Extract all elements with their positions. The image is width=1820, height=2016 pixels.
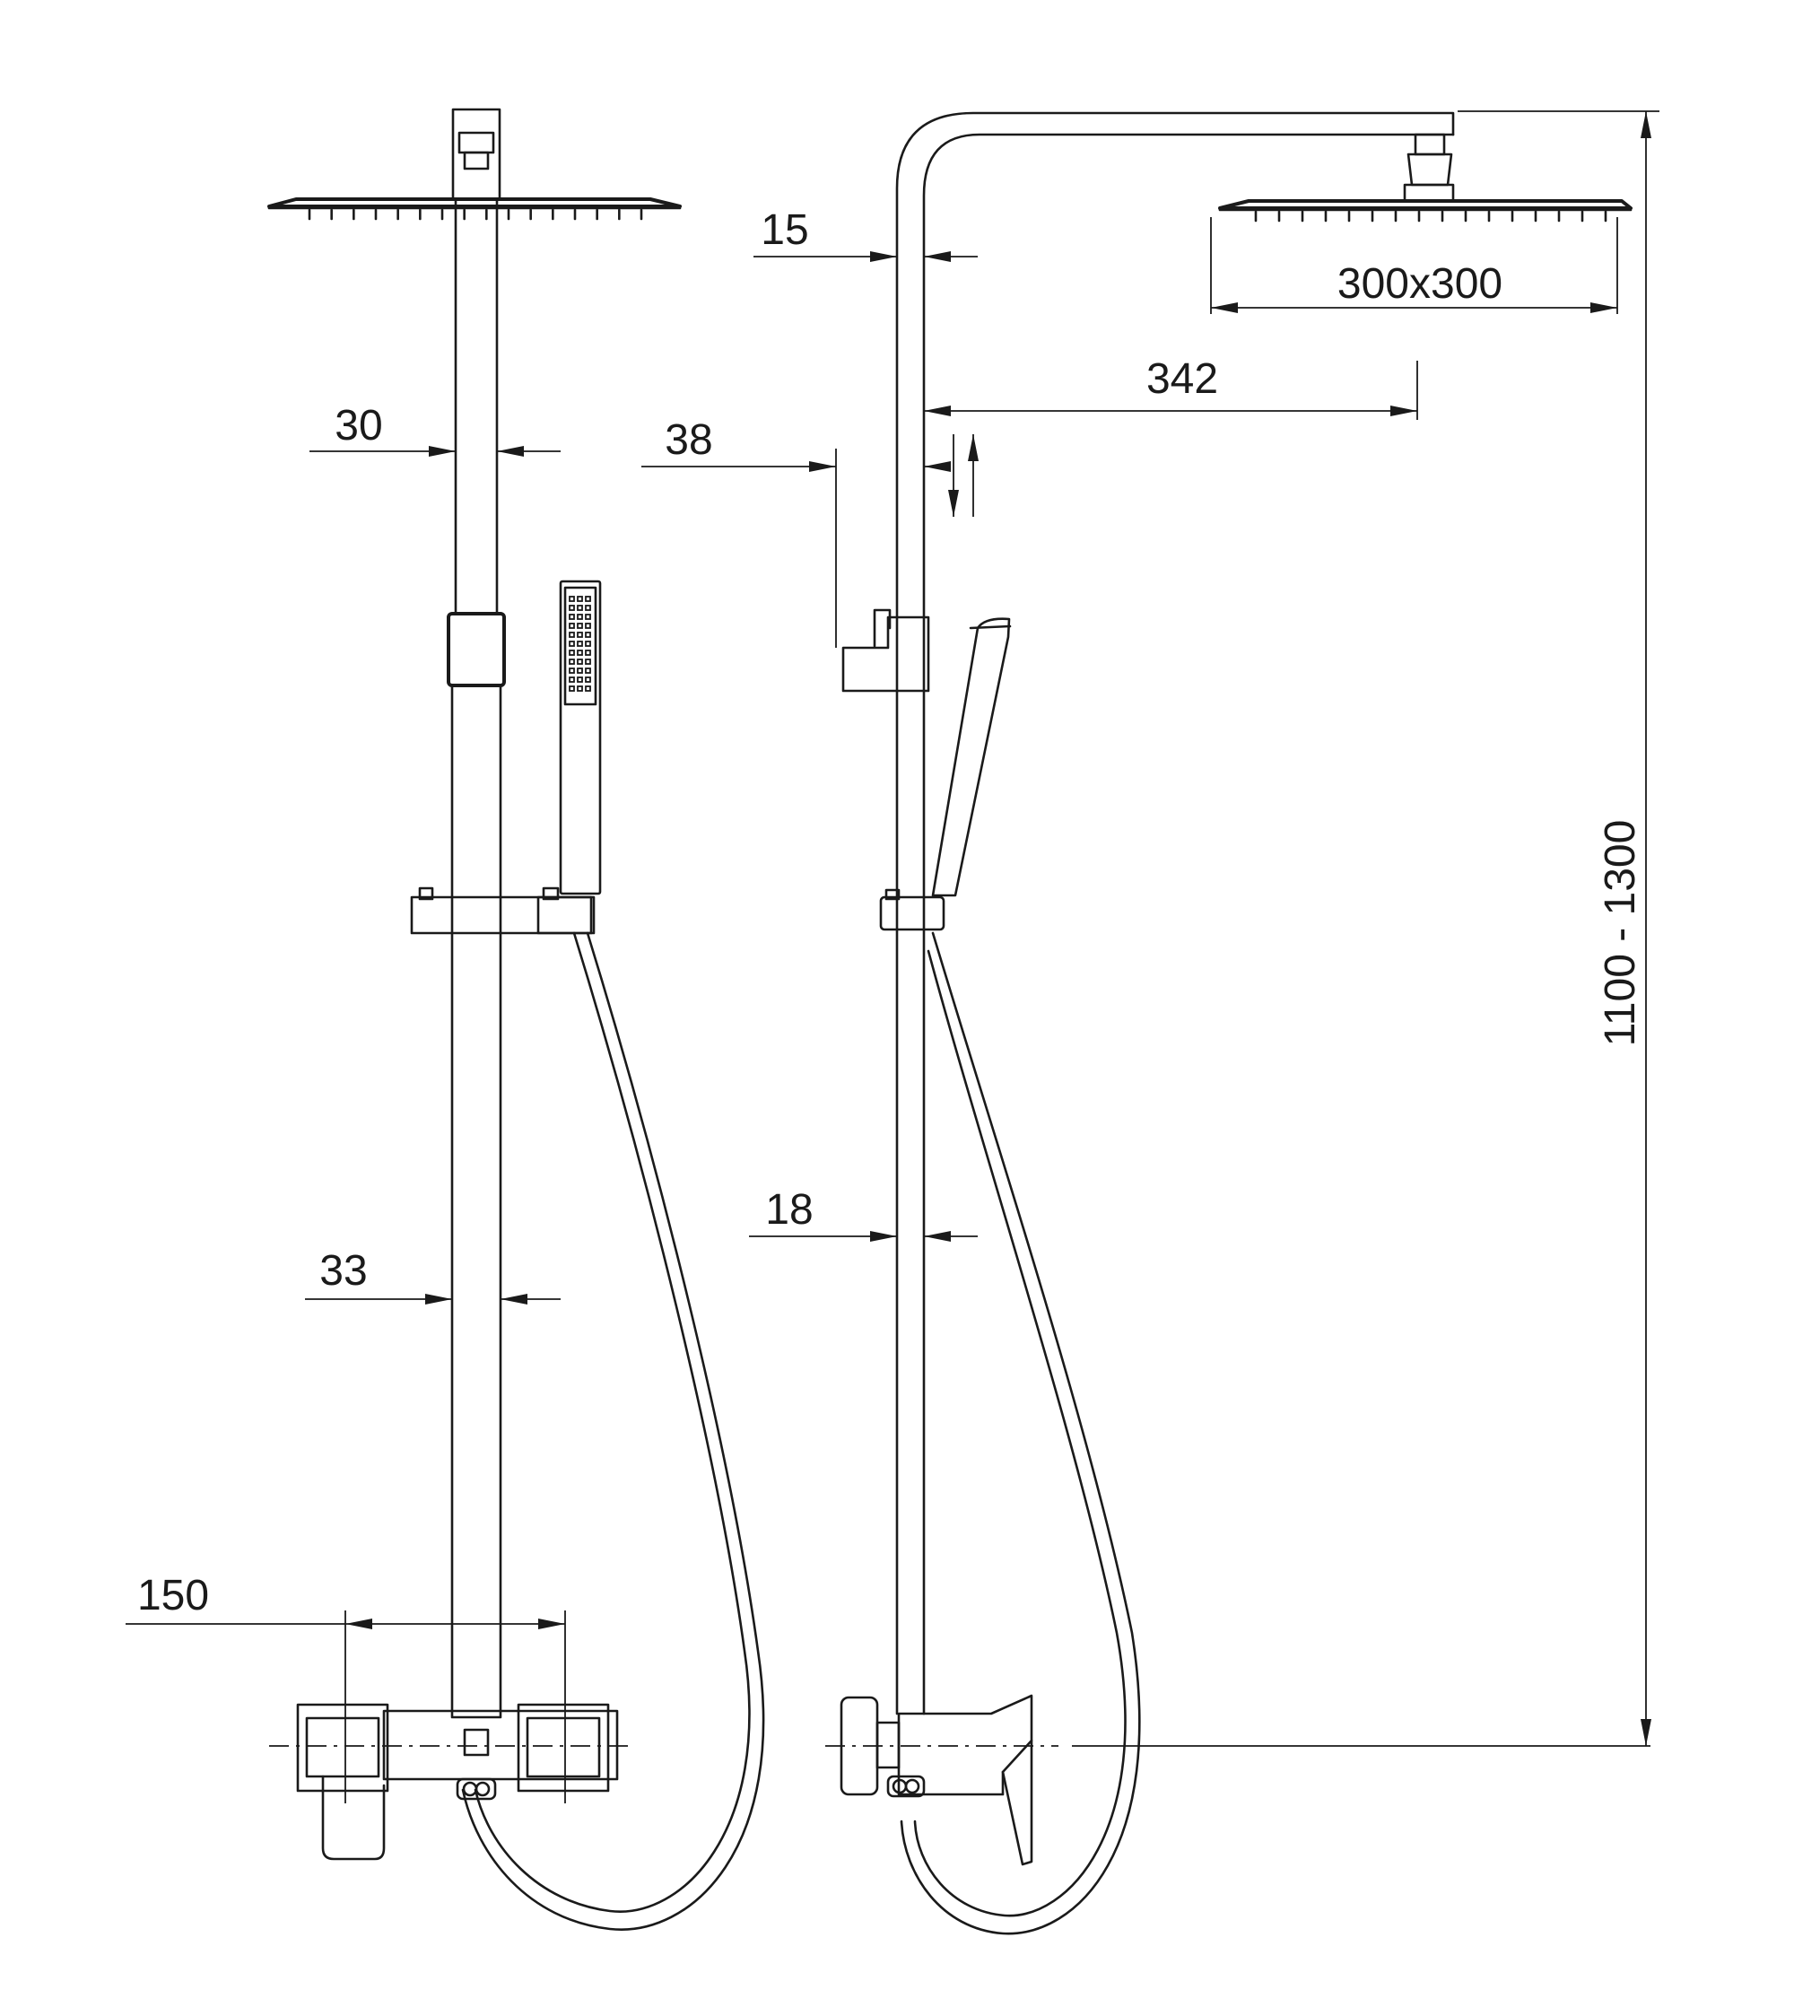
front-view: 30 33 150 <box>126 108 765 1931</box>
label-15: 15 <box>761 206 808 254</box>
front-mixer <box>269 1703 628 1861</box>
side-hose <box>913 949 1127 1917</box>
front-upper-pipe <box>454 197 499 615</box>
front-coupling <box>447 612 506 687</box>
label-height: 1100 - 1300 <box>1597 820 1644 1047</box>
dim-overall-height: 1100 - 1300 <box>1458 110 1659 1746</box>
front-rain-head <box>267 197 682 221</box>
side-rain-head <box>1218 199 1633 223</box>
side-wall-bracket <box>841 608 930 693</box>
dim-side-38: 38 <box>641 416 979 648</box>
front-slider-holder <box>410 886 596 935</box>
dim-side-15: 15 <box>753 206 978 262</box>
side-pipe-outer <box>895 111 1455 1715</box>
dim-side-342: 342 <box>924 355 1418 420</box>
side-slider <box>879 895 945 931</box>
label-18: 18 <box>765 1186 813 1234</box>
side-mixer <box>825 1694 1650 1866</box>
front-lower-pipe <box>450 684 502 1719</box>
dim-front-lower: 33 <box>305 1247 561 1305</box>
dim-head-size: 300x300 <box>1210 217 1618 314</box>
label-300x300: 300x300 <box>1337 260 1502 308</box>
front-hand-shower <box>559 580 602 895</box>
label-150: 150 <box>137 1572 209 1619</box>
front-head-connector <box>451 108 501 201</box>
side-hand-shower <box>931 617 1012 897</box>
label-38: 38 <box>665 416 712 464</box>
label-30: 30 <box>335 402 382 449</box>
dim-side-18: 18 <box>749 1186 978 1242</box>
side-view: 15 38 342 <box>641 110 1659 1935</box>
dim-front-upper: 30 <box>309 402 561 457</box>
dim-front-valves: 150 <box>126 1572 566 1803</box>
label-33: 33 <box>319 1247 367 1295</box>
front-hose <box>474 931 751 1913</box>
label-342: 342 <box>1146 355 1218 403</box>
